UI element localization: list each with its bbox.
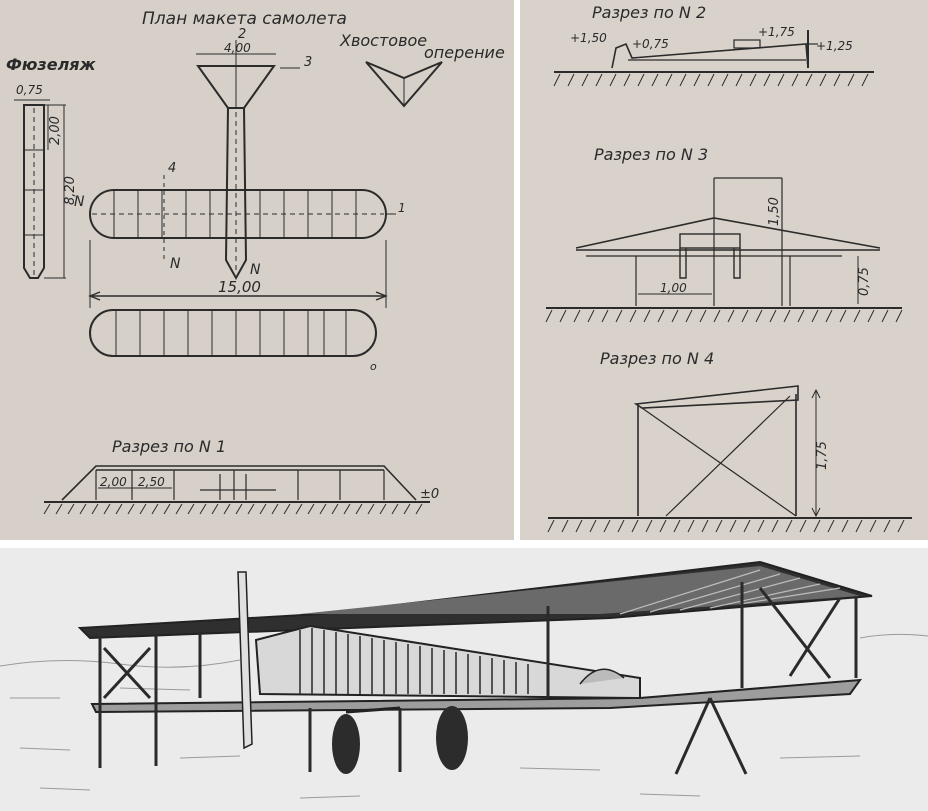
tail-label-line1: Хвостовое bbox=[339, 31, 427, 50]
s2-h2: +0,75 bbox=[632, 37, 669, 51]
upper-wing-plan bbox=[89, 175, 387, 262]
sketch-propeller bbox=[237, 571, 253, 750]
fuselage-plan bbox=[14, 99, 66, 279]
section2-title: Разрез по N 2 bbox=[592, 3, 706, 22]
marker-2: 2 bbox=[238, 27, 246, 42]
plan-drawing: План макета самолета Фюзеляж 0,75 2,00 8… bbox=[6, 9, 505, 515]
section1-dim-b: 2,50 bbox=[138, 475, 165, 489]
section4-title: Разрез по N 4 bbox=[600, 349, 714, 368]
marker-4: 4 bbox=[168, 161, 176, 176]
s4-h: 1,75 bbox=[815, 441, 830, 470]
marker-N-tail: N bbox=[250, 262, 261, 278]
sketch-struts bbox=[98, 582, 858, 775]
plan-title: План макета самолета bbox=[142, 9, 347, 29]
marker-1: 1 bbox=[398, 201, 406, 215]
fuselage-width-dim: 0,75 bbox=[16, 83, 43, 97]
section3-drawing bbox=[545, 177, 903, 323]
marker-3: 3 bbox=[304, 55, 312, 70]
sections-panel: Разрез по N 2 +1,50 +0,75 +1,75 +1,25 bbox=[520, 0, 928, 540]
marker-o: o bbox=[370, 360, 377, 373]
s3-w: 1,00 bbox=[660, 281, 687, 295]
sketch-upper-wing bbox=[77, 560, 873, 640]
section1-zero: ±0 bbox=[420, 487, 439, 502]
mockup-sketch-panel bbox=[0, 548, 928, 811]
marker-N-left: N bbox=[74, 194, 85, 210]
marker-N-mid: N bbox=[170, 256, 181, 272]
tail-surface-plan bbox=[365, 61, 443, 108]
tail-width-dim: 4,00 bbox=[224, 41, 251, 55]
section1-drawing bbox=[43, 465, 430, 515]
section3-title: Разрез по N 3 bbox=[594, 145, 708, 164]
section2-drawing bbox=[553, 30, 874, 87]
s2-h4: +1,25 bbox=[816, 39, 853, 53]
tail-label-line2: оперение bbox=[424, 43, 505, 62]
s2-h3: +1,75 bbox=[758, 25, 795, 39]
mockup-sketch bbox=[0, 560, 928, 799]
fuselage-label: Фюзеляж bbox=[6, 55, 97, 74]
span-dim: 15,00 bbox=[218, 278, 261, 296]
section1-title: Разрез по N 1 bbox=[112, 437, 226, 456]
sketch-lower-wing bbox=[90, 678, 863, 714]
fuselage-2-dim: 2,00 bbox=[48, 116, 63, 145]
sketch-wheels bbox=[332, 706, 468, 774]
tail-plan bbox=[196, 40, 300, 281]
section1-dim-a: 2,00 bbox=[100, 475, 127, 489]
lower-wing-plan bbox=[89, 309, 377, 357]
fuselage-820-dim: 8,20 bbox=[63, 176, 78, 205]
plan-panel: План макета самолета Фюзеляж 0,75 2,00 8… bbox=[0, 0, 514, 540]
sketch-fuselage bbox=[254, 624, 641, 700]
s2-h1: +1,50 bbox=[570, 31, 607, 45]
sections-drawing: Разрез по N 2 +1,50 +0,75 +1,75 +1,25 bbox=[545, 3, 912, 533]
section4-drawing bbox=[547, 385, 912, 533]
s3-h2: 0,75 bbox=[857, 267, 872, 296]
s3-h1: 1,50 bbox=[767, 197, 782, 226]
